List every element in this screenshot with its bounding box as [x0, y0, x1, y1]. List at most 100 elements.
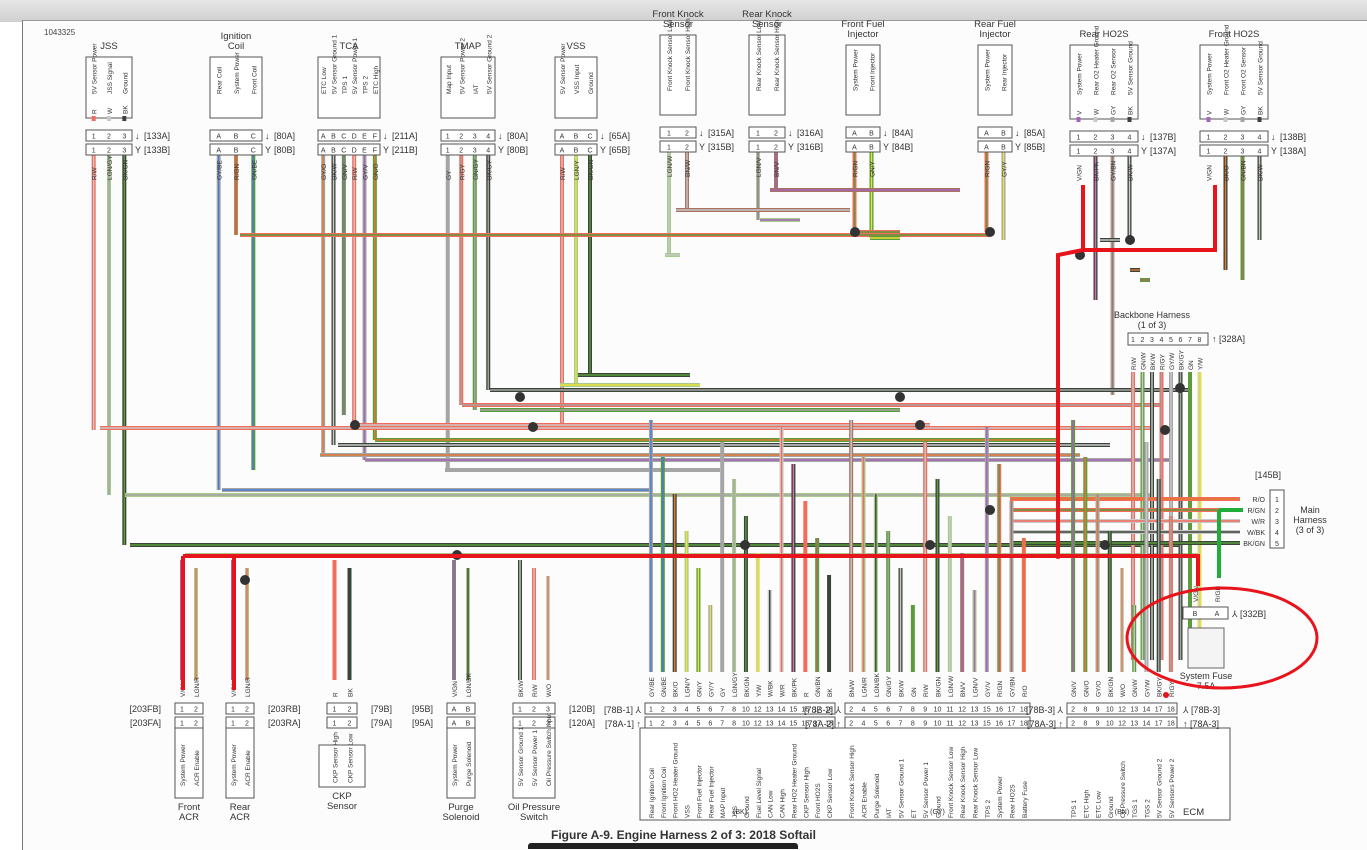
connector-housing [659, 140, 697, 153]
wire-code-bottom: BK/W [1128, 164, 1135, 181]
component-body [318, 744, 366, 788]
pin-function-label: Ground [588, 72, 595, 94]
wire-code-bottom: BK/W [1258, 164, 1265, 181]
wire-code-bottom: LGN/V [756, 157, 763, 177]
wire-code: GY/BE [649, 676, 656, 697]
connector-symbol: ↓ [135, 131, 140, 141]
pin-function-label: Ground [122, 72, 129, 94]
wire-stub [91, 116, 96, 121]
pin-function-label: System Power [985, 48, 992, 91]
pin-number: 1 [756, 145, 760, 152]
connector-symbol: Y [699, 142, 705, 152]
wire-code: GN/V [1071, 680, 1078, 697]
pin-number: A [852, 131, 857, 138]
backbone-title: Backbone Harness [1114, 310, 1191, 320]
pin-function-label: 5V Sensor Ground [1258, 41, 1265, 95]
wire-code-top: GY [1111, 105, 1118, 115]
pin-number: 2 [348, 721, 352, 728]
pin-number: 17 [1008, 721, 1016, 728]
pin-number: D [352, 148, 357, 155]
pin-number: 17 [813, 721, 821, 728]
pin-number: 9 [923, 721, 927, 728]
ecm-connector [844, 702, 1031, 715]
connector-id: [95B] [412, 704, 433, 714]
connector-housing [748, 140, 786, 153]
pin-number: 9 [1096, 707, 1100, 714]
ecm-connector [844, 716, 1031, 729]
ecm-connector [644, 716, 836, 729]
fuse-connector-id: ⅄ [332B] [1231, 609, 1266, 619]
ecm-connector [1066, 702, 1178, 715]
pin-number: E [362, 148, 367, 155]
wire-stub [122, 116, 127, 121]
component-body [748, 34, 786, 116]
wire-code: LGN/V [973, 677, 980, 697]
pin-number: 17 [1155, 721, 1163, 728]
main-harness: [145B]1R/O2R/GN3W/R4W/BK5BK/GNMainHarnes… [1243, 470, 1327, 549]
wire-code-top: V [1077, 110, 1084, 115]
pin-number: B [331, 134, 336, 141]
pin-function-label: IAT [473, 84, 480, 94]
wire-code-bottom: GN/BE [251, 159, 258, 180]
pin-number: 5 [1169, 337, 1173, 344]
pin-number: 12 [754, 721, 762, 728]
connector-housing [1069, 130, 1139, 143]
pin-function-label: Purge Solenoid [466, 741, 473, 786]
wire-code: LGN/W [948, 675, 955, 697]
pin-number: E [362, 134, 367, 141]
connector-id: [79A] [371, 718, 392, 728]
connector-id: [80A] [274, 131, 295, 141]
pin-number: 12 [1118, 721, 1126, 728]
pin-number: C [587, 134, 592, 141]
connector-housing [554, 143, 598, 156]
wire-code: GN/GY [886, 675, 893, 697]
pin-number: 4 [486, 134, 490, 141]
pin-function-label: System Power [234, 51, 241, 94]
pin-number: 2 [685, 131, 689, 138]
connector-symbol: ↓ [699, 128, 704, 138]
pin-function-label: Rear Knock Sensor Low [973, 748, 980, 818]
pin-number: 2 [1224, 149, 1228, 156]
wire-code: W/O [1120, 684, 1127, 697]
pin-function-label: TGS 1 [1132, 799, 1139, 818]
pin-function-label: Rear Fuel Injector [708, 766, 715, 818]
fuse-connector [1182, 606, 1229, 620]
pin-number: 5 [874, 721, 878, 728]
ecm-title: ECM [1183, 807, 1204, 818]
ecm-block-color: (GY) [930, 809, 945, 816]
pin-number: 14 [1143, 721, 1151, 728]
wire-code: Y/W [1198, 357, 1205, 370]
component-title: TCA [340, 41, 360, 52]
connector-symbol: Y [498, 145, 504, 155]
pin-number: C [251, 134, 256, 141]
connector-id: [203RB] [268, 704, 301, 714]
pin-number: 4 [862, 707, 866, 714]
component-body [317, 56, 381, 119]
ecm-connector-id-a: [78A-3] ↑ [1027, 719, 1063, 729]
pin-number: 8 [732, 721, 736, 728]
component-body [440, 56, 496, 119]
connector-id: [80A] [507, 131, 528, 141]
pin-function-label: CKP Sensor Low [827, 768, 834, 818]
pin-number: 6 [708, 707, 712, 714]
pin-number: 12 [958, 707, 966, 714]
pin-number: 2 [1275, 508, 1279, 515]
pin-function-label: 5V Sensor Power 2 [459, 38, 466, 94]
wire-code: R/W [1131, 357, 1138, 371]
viewer-bottom-toolbar[interactable] [528, 843, 798, 849]
pin-function-label: Rear O2 Sensor [1111, 47, 1118, 95]
ecm-connector-id-a: [78A-1] ↑ [605, 719, 641, 729]
connector-id: [95A] [412, 718, 433, 728]
pin-function-label: Front O2 Heater Ground [1224, 24, 1231, 95]
wire-code: LGN/BK [874, 672, 881, 697]
pin-number: 10 [934, 707, 942, 714]
pin-number: 11 [946, 707, 953, 714]
wire-code: BK/GY [1179, 349, 1186, 370]
connector-id: [85A] [1024, 128, 1045, 138]
